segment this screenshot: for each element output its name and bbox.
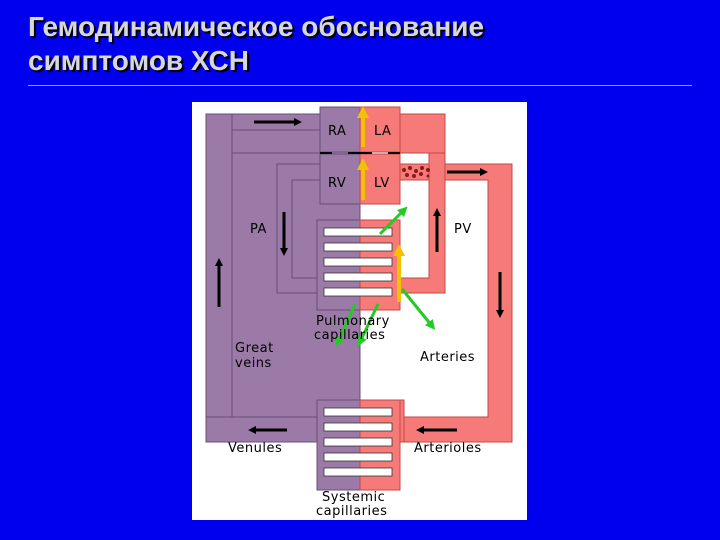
symptom-arrow-up — [378, 206, 408, 236]
label-great-veins-line2: veins — [235, 356, 272, 371]
slide-title: Гемодинамическое обоснование симптомов Х… — [28, 10, 708, 78]
label-lv: LV — [374, 176, 390, 191]
label-arteries: Arteries — [420, 350, 475, 365]
label-systemic-line2: capillaries — [316, 504, 387, 519]
title-line-2: симптомов ХСН — [28, 45, 249, 76]
aorta-vessel — [399, 163, 513, 443]
label-arterioles: Arterioles — [414, 441, 482, 456]
congestion-spots — [402, 166, 430, 178]
circulation-svg: RA LA RV LV PA PV Pulmonary capillaries … — [205, 106, 513, 519]
symptom-arrows — [335, 206, 436, 347]
label-ra: RA — [328, 124, 346, 139]
symptom-arrow-down-right — [400, 288, 436, 330]
label-la: LA — [374, 124, 391, 139]
title-line-1: Гемодинамическое обоснование — [28, 11, 485, 42]
label-pulmonary-line1: Pulmonary — [316, 314, 390, 329]
pressure-arrows — [357, 106, 405, 302]
systemic-right-vessel — [399, 399, 405, 443]
symptom-arrow-down-left-1 — [335, 303, 357, 347]
la-outflow-top — [399, 113, 446, 154]
symptom-arrow-down-left-2 — [357, 303, 380, 347]
label-systemic-line1: Systemic — [322, 490, 385, 505]
label-venules: Venules — [228, 441, 282, 456]
right-atrium-chamber — [319, 106, 361, 153]
label-pa: PA — [250, 222, 267, 237]
pulmonary-artery-vessel — [276, 163, 321, 294]
systemic-capillary-tubes — [323, 407, 393, 477]
label-pulmonary-line2: capillaries — [314, 328, 385, 343]
label-great-veins-line1: Great — [235, 341, 274, 356]
circulation-diagram: RA LA RV LV PA PV Pulmonary capillaries … — [192, 102, 527, 520]
label-pv: PV — [454, 222, 472, 237]
label-rv: RV — [328, 176, 346, 191]
title-divider — [28, 85, 692, 86]
flow-arrows — [215, 118, 504, 434]
pulmonary-capillary-tubes — [323, 227, 393, 297]
